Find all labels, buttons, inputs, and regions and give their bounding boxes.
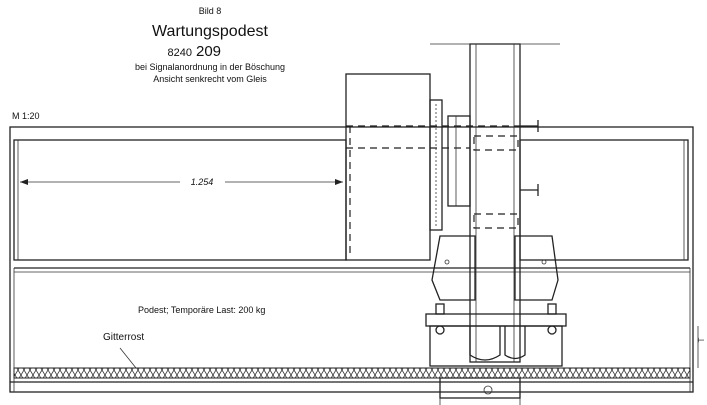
signal-box	[345, 73, 431, 261]
mast-clamp-lower	[473, 213, 519, 229]
rail-right	[519, 139, 689, 261]
dimension-label: 1.254	[191, 177, 214, 187]
bolt-hole-left	[444, 259, 450, 265]
clamp-u-right	[504, 326, 526, 360]
subtitle-1: bei Signalanordnung in der Böschung	[135, 62, 285, 72]
drawing-number-main: 209	[196, 43, 221, 60]
mast-foot-bolt	[483, 385, 493, 395]
dimension-arrow-left	[20, 179, 28, 185]
scale-label: M 1:20	[12, 111, 40, 121]
dimension-arrow-right	[335, 179, 343, 185]
signal-box-flange	[429, 99, 443, 231]
mast-foot	[439, 377, 521, 399]
figure-label: Bild 8	[199, 6, 222, 16]
rail-left	[13, 139, 347, 261]
bracket-plate	[447, 115, 471, 207]
base-frame	[429, 325, 563, 367]
clamp-u-left	[469, 326, 501, 361]
grating-label: Gitterrost	[103, 332, 144, 343]
subtitle-2: Ansicht senkrecht vom Gleis	[153, 74, 267, 84]
bracket-left	[431, 235, 476, 301]
bracket-right	[514, 235, 559, 301]
grating-leader-line	[119, 347, 137, 369]
bolt-stem-right	[547, 303, 557, 315]
mast-clamp-upper	[473, 135, 519, 151]
load-note: Podest; Temporäre Last: 200 kg	[138, 305, 265, 315]
drawing-title: Wartungspodest	[152, 23, 268, 40]
platform-outer-frame	[9, 126, 694, 393]
nut-right	[547, 325, 557, 335]
nut-left	[435, 325, 445, 335]
bolt-hole-right	[541, 259, 547, 265]
base-plate	[425, 313, 567, 327]
side-mark: T	[697, 337, 706, 342]
drawing-number-prefix: 8240	[168, 47, 192, 59]
bolt-stem-left	[435, 303, 445, 315]
grating-band	[13, 367, 691, 379]
